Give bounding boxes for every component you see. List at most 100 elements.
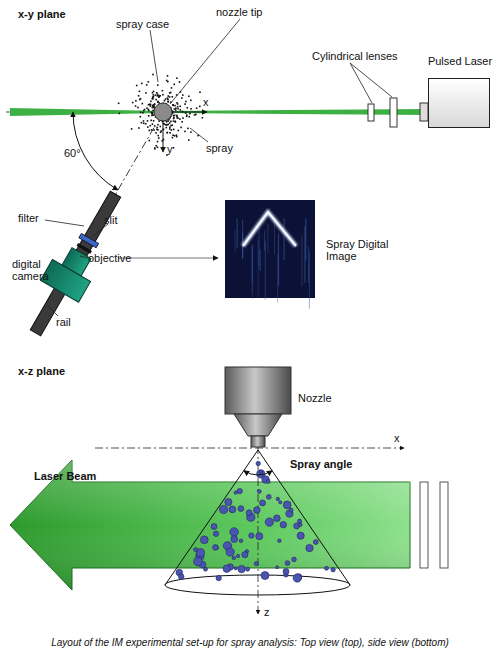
droplet [147, 126, 149, 128]
droplet [158, 96, 160, 98]
droplet [148, 109, 150, 111]
droplet [156, 129, 158, 131]
droplet [238, 506, 244, 512]
image-streak [284, 218, 285, 260]
droplet [229, 506, 236, 513]
cylindrical-lens [390, 98, 397, 127]
droplet [148, 104, 150, 106]
droplet [189, 116, 191, 118]
droplet [257, 490, 261, 494]
droplet [178, 130, 180, 132]
droplet [152, 123, 154, 125]
droplet [238, 565, 245, 572]
droplet [161, 140, 163, 142]
axis-label: x [394, 432, 406, 444]
droplet [172, 104, 174, 106]
droplet [151, 113, 153, 115]
droplet [153, 120, 155, 122]
droplet [166, 132, 168, 134]
droplet [283, 569, 289, 575]
droplet [239, 539, 243, 543]
droplet [149, 104, 151, 106]
droplet [138, 95, 140, 97]
droplet [167, 75, 169, 77]
spray-cloud [118, 74, 203, 156]
cone-edge [258, 450, 350, 585]
droplet [213, 545, 219, 551]
nozzle-tip [154, 103, 172, 121]
droplet [220, 505, 228, 513]
droplet [285, 561, 290, 566]
nozzle-tip [251, 436, 265, 447]
caption: Layout of the IM experimental set-up for… [10, 637, 490, 649]
image-streak [260, 250, 261, 271]
droplet [148, 115, 150, 117]
axis-label: x [203, 96, 215, 108]
droplet [173, 117, 175, 119]
droplet [142, 112, 144, 114]
droplet [156, 127, 158, 129]
droplet [194, 557, 203, 566]
droplet [173, 118, 175, 120]
droplet [138, 127, 140, 129]
droplet [194, 548, 198, 552]
droplet [175, 121, 177, 123]
droplet [141, 122, 143, 124]
droplet [168, 101, 170, 103]
droplet [137, 107, 139, 109]
droplet [173, 120, 175, 122]
droplet [163, 129, 165, 131]
droplet [184, 103, 186, 105]
nozzle-taper [234, 414, 282, 436]
nozzle-shape [224, 366, 292, 448]
droplet [186, 116, 188, 118]
laser-box: Pulsed Laser [428, 78, 490, 128]
droplet [213, 531, 218, 536]
droplet [139, 91, 141, 93]
droplet [157, 84, 159, 86]
droplet [242, 552, 248, 558]
droplet [153, 96, 155, 98]
droplet [188, 139, 190, 141]
droplet [179, 118, 181, 120]
droplet [172, 134, 174, 136]
droplet [176, 134, 178, 136]
droplet [276, 566, 279, 569]
droplet [176, 77, 178, 79]
droplet [135, 105, 137, 107]
droplet [297, 532, 304, 539]
droplet [119, 113, 121, 115]
droplet [144, 109, 146, 111]
droplet [158, 137, 160, 139]
droplet [174, 105, 176, 107]
droplet [152, 96, 154, 98]
droplet [167, 101, 169, 103]
droplet [169, 127, 171, 129]
droplet [283, 501, 291, 509]
droplet [155, 132, 157, 134]
droplet [140, 112, 142, 114]
camera-axis [113, 128, 154, 199]
droplet [173, 129, 175, 131]
droplet [168, 95, 170, 97]
droplet [172, 137, 174, 139]
part-label: spray case [116, 18, 186, 30]
part-label: objective [88, 252, 148, 264]
droplet [152, 74, 154, 76]
droplet [166, 127, 168, 129]
image-streak [259, 227, 260, 266]
droplet [160, 130, 162, 132]
droplet [163, 123, 165, 125]
droplet [172, 104, 174, 106]
droplet [260, 500, 266, 506]
leader-line [190, 128, 208, 142]
droplet [169, 92, 171, 94]
droplet [177, 117, 179, 119]
droplet [151, 112, 153, 114]
droplet [118, 103, 120, 105]
droplet [154, 148, 156, 150]
droplet [225, 498, 232, 505]
droplet [160, 126, 162, 128]
droplet [204, 567, 208, 571]
droplet [298, 519, 302, 523]
